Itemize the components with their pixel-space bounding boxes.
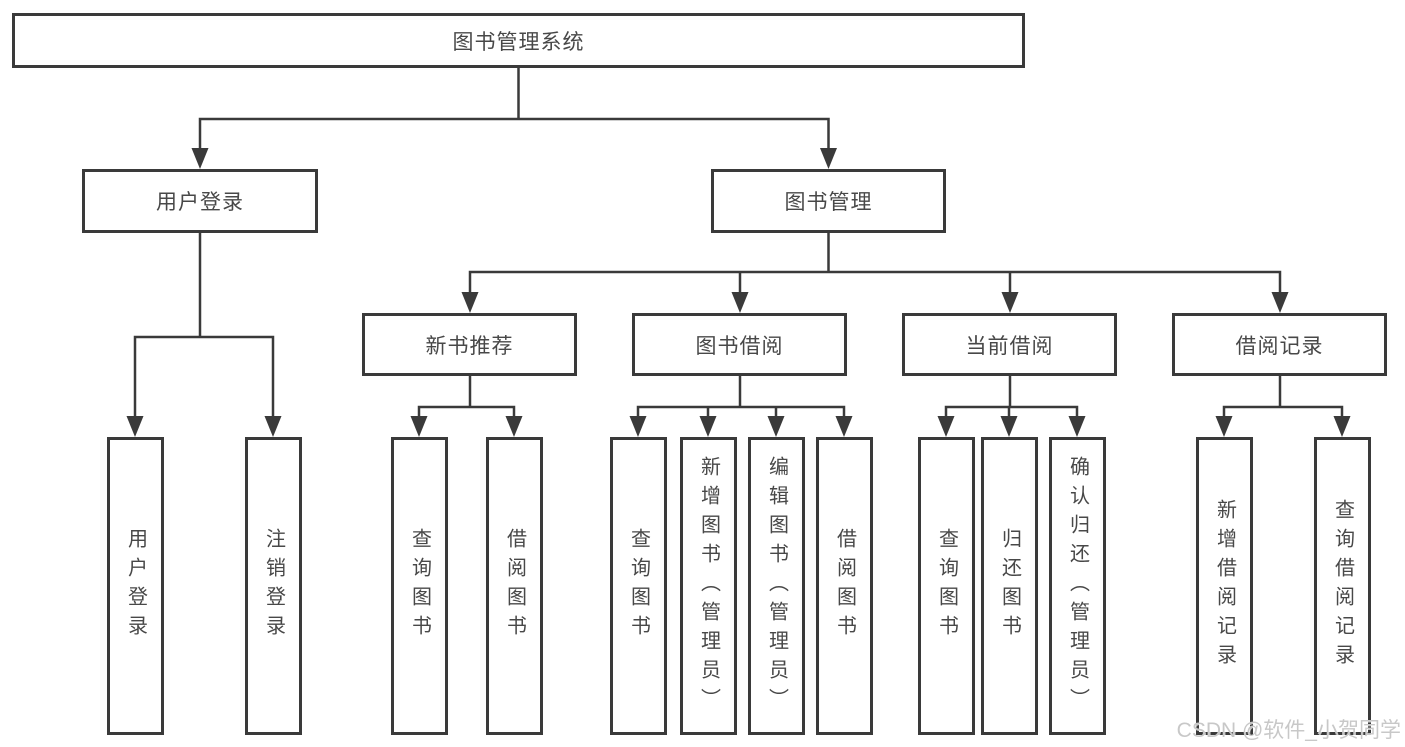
leaf-edit-book-admin: 编辑图书（管理员） xyxy=(748,437,805,735)
node-root-system: 图书管理系统 xyxy=(12,13,1025,68)
leaf-borrow-book-label: 借阅图书 xyxy=(833,528,856,644)
connector-current-borrow-children xyxy=(944,374,1079,422)
node-borrow-records: 借阅记录 xyxy=(1172,313,1387,376)
arrow-to-leaf-edit-book xyxy=(767,416,785,437)
leaf-query-borrow-record-label: 查询借阅记录 xyxy=(1331,499,1354,673)
node-borrow-records-label: 借阅记录 xyxy=(1235,334,1324,358)
leaf-logout: 注销登录 xyxy=(245,437,302,735)
leaf-borrow-book-recommend: 借阅图书 xyxy=(486,437,543,735)
connector-new-book-recommend-children xyxy=(417,374,516,422)
leaf-confirm-return-admin: 确认归还（管理员） xyxy=(1049,437,1106,735)
connector-book-management-children xyxy=(468,231,1282,298)
arrow-to-leaf-return-book xyxy=(1000,416,1018,437)
arrow-to-leaf-query-book-2 xyxy=(629,416,647,437)
leaf-query-book-current: 查询图书 xyxy=(918,437,975,735)
arrow-to-book-management xyxy=(820,148,837,169)
node-root-system-label: 图书管理系统 xyxy=(452,30,585,54)
connector-user-login-children xyxy=(133,231,275,422)
node-user-login: 用户登录 xyxy=(82,169,318,233)
arrow-to-leaf-logout xyxy=(264,416,282,437)
arrow-to-leaf-user-login xyxy=(126,416,144,437)
arrow-to-borrow-records xyxy=(1271,292,1289,313)
arrow-to-leaf-query-book-1 xyxy=(410,416,428,437)
arrow-to-book-borrow xyxy=(731,292,749,313)
leaf-user-login-label: 用户登录 xyxy=(124,528,147,644)
connector-book-borrow-children xyxy=(636,374,846,422)
leaf-query-borrow-record: 查询借阅记录 xyxy=(1314,437,1371,735)
arrow-to-leaf-borrow-book-2 xyxy=(835,416,853,437)
connector-borrow-records-children xyxy=(1222,374,1344,422)
leaf-add-book-admin: 新增图书（管理员） xyxy=(680,437,737,735)
leaf-query-book-borrow: 查询图书 xyxy=(610,437,667,735)
leaf-add-book-admin-label: 新增图书（管理员） xyxy=(697,455,720,717)
leaf-query-book-recommend-label: 查询图书 xyxy=(408,528,431,644)
leaf-borrow-book: 借阅图书 xyxy=(816,437,873,735)
leaf-query-book-current-label: 查询图书 xyxy=(935,528,958,644)
leaf-query-book-borrow-label: 查询图书 xyxy=(627,528,650,644)
csdn-watermark: CSDN @软件_小贺同学 xyxy=(1176,719,1401,742)
leaf-edit-book-admin-label: 编辑图书（管理员） xyxy=(765,455,788,717)
node-new-book-recommend-label: 新书推荐 xyxy=(425,334,514,358)
node-user-login-label: 用户登录 xyxy=(156,191,244,214)
arrow-to-leaf-borrow-book-1 xyxy=(505,416,523,437)
leaf-return-book-label: 归还图书 xyxy=(998,528,1021,644)
arrow-to-current-borrow xyxy=(1001,292,1019,313)
leaf-add-borrow-record-label: 新增借阅记录 xyxy=(1213,499,1236,673)
leaf-confirm-return-admin-label: 确认归还（管理员） xyxy=(1066,455,1089,717)
arrow-to-new-book-recommend xyxy=(461,292,479,313)
node-book-borrow-label: 图书借阅 xyxy=(695,334,784,358)
connector-root-to-level2 xyxy=(198,64,830,154)
leaf-query-book-recommend: 查询图书 xyxy=(391,437,448,735)
leaf-return-book: 归还图书 xyxy=(981,437,1038,735)
arrow-to-leaf-add-book xyxy=(699,416,717,437)
leaf-borrow-book-recommend-label: 借阅图书 xyxy=(503,528,526,644)
arrowheads xyxy=(126,148,1351,437)
node-book-management-label: 图书管理 xyxy=(784,191,873,214)
leaf-add-borrow-record: 新增借阅记录 xyxy=(1196,437,1253,735)
arrow-to-user-login xyxy=(191,148,209,169)
arrow-to-leaf-confirm-return xyxy=(1068,416,1086,437)
arrow-to-leaf-query-record xyxy=(1333,416,1351,437)
arrow-to-leaf-add-record xyxy=(1215,416,1233,437)
leaf-user-login: 用户登录 xyxy=(107,437,164,735)
leaf-logout-label: 注销登录 xyxy=(262,528,285,644)
node-book-management: 图书管理 xyxy=(711,169,946,233)
node-current-borrow-label: 当前借阅 xyxy=(965,334,1054,358)
node-current-borrow: 当前借阅 xyxy=(902,313,1117,376)
arrow-to-leaf-query-book-3 xyxy=(937,416,955,437)
node-book-borrow: 图书借阅 xyxy=(632,313,847,376)
node-new-book-recommend: 新书推荐 xyxy=(362,313,577,376)
